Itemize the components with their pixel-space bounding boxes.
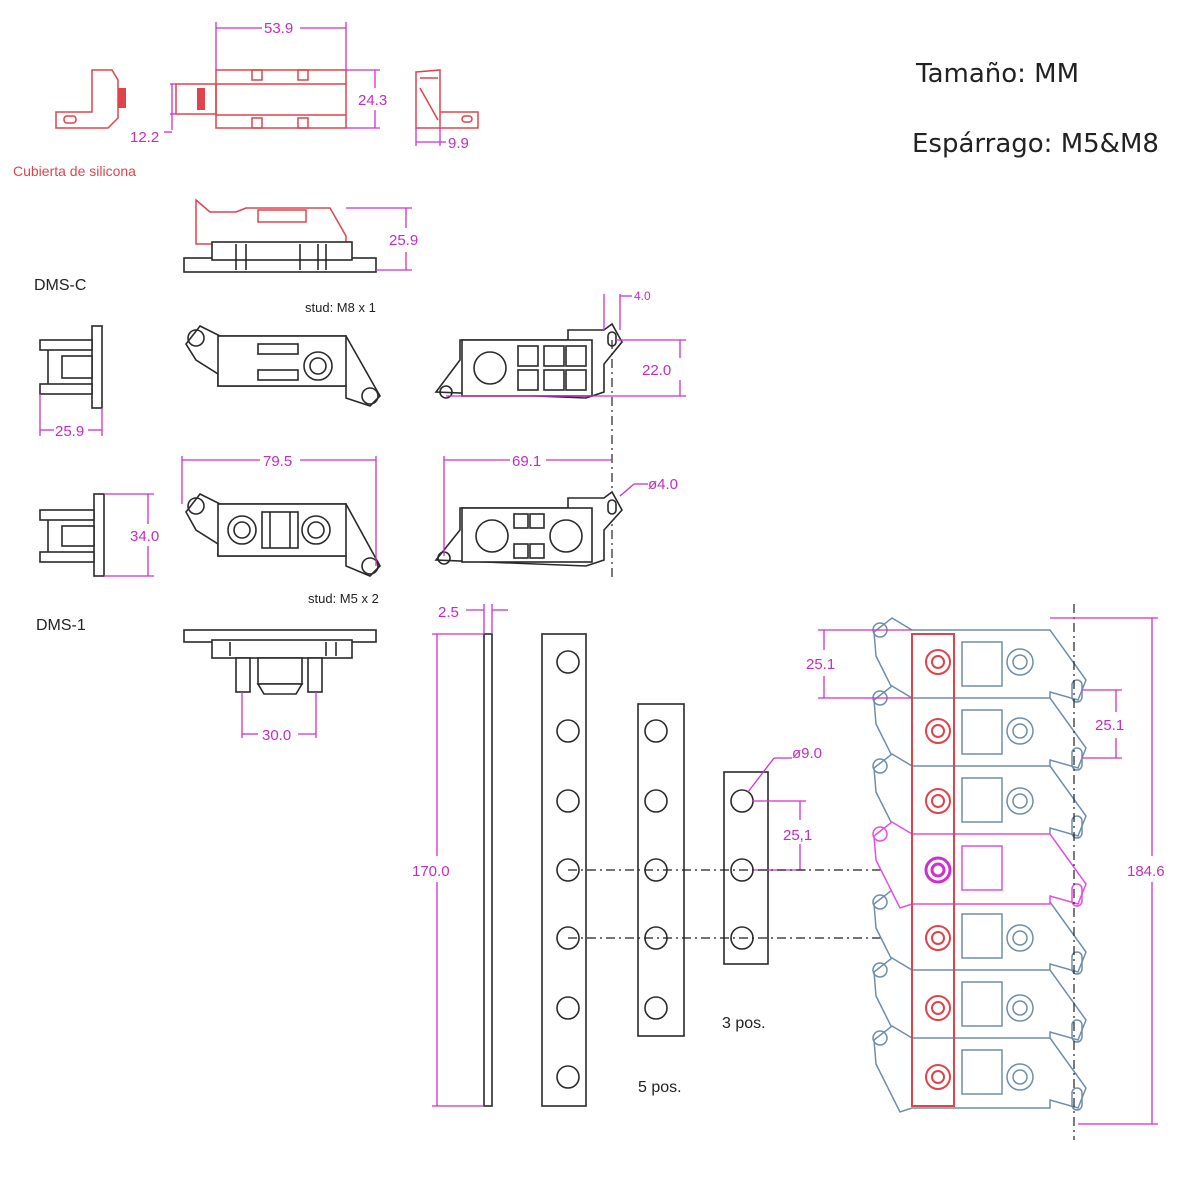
svg-text:25,1: 25,1: [783, 827, 812, 844]
dimension-12-2: 12.2: [130, 83, 176, 146]
dimension-184-6: 184.6: [1050, 617, 1165, 1125]
dimension-9-9: 9.9: [415, 128, 469, 152]
dimension-4-0: 4.0: [603, 289, 651, 330]
svg-text:25.1: 25.1: [1095, 717, 1124, 734]
busbar-3-position: [723, 771, 769, 965]
dimension-phi-4-0: ø4.0: [619, 476, 678, 497]
dms-1-bottom-view: [434, 490, 623, 567]
pos3-label: 3 pos.: [722, 1015, 766, 1032]
svg-text:25.9: 25.9: [55, 423, 84, 440]
silicone-cover-end-view: [415, 69, 479, 129]
svg-text:ø9.0: ø9.0: [792, 745, 822, 762]
assembly-stack: [872, 604, 1087, 1140]
pos5-label: 5 pos.: [638, 1079, 682, 1096]
svg-text:25.1: 25.1: [806, 656, 835, 673]
dimension-69-1: 69.1: [443, 453, 612, 556]
dimension-2-5: 2.5: [438, 604, 508, 634]
svg-text:25.9: 25.9: [389, 232, 418, 249]
dms-1-label: DMS-1: [36, 617, 86, 634]
dimension-22-0: 22.0: [446, 339, 686, 397]
dms-c-label: DMS-C: [34, 277, 86, 294]
dimension-25-1-assembly-left: 25.1: [806, 629, 912, 699]
svg-text:2.5: 2.5: [438, 604, 459, 621]
silicone-cover-caption: Cubierta de silicona: [13, 163, 136, 179]
dimension-34-0: 34.0: [104, 493, 159, 577]
stud-m8-label: stud: M8 x 1: [305, 300, 376, 315]
dimension-25-1-assembly-right: 25.1: [1082, 689, 1124, 759]
silicone-cover-side-view: [55, 69, 126, 129]
dms-c-side-view: [183, 198, 377, 273]
dimension-24-3: 24.3: [346, 69, 387, 129]
svg-text:4.0: 4.0: [634, 289, 651, 303]
stud-m5-label: stud: M5 x 2: [308, 591, 379, 606]
svg-text:69.1: 69.1: [512, 453, 541, 470]
dimension-53-9: 53.9: [215, 20, 347, 70]
dms-1-top-view: [185, 492, 381, 577]
svg-text:22.0: 22.0: [642, 362, 671, 379]
dms-1-side-view: [183, 629, 377, 695]
dimension-79-5: 79.5: [181, 453, 377, 566]
dms-1-end-view: [39, 493, 105, 577]
svg-text:24.3: 24.3: [358, 92, 387, 109]
svg-text:53.9: 53.9: [264, 20, 293, 37]
stud-label: Espárrago: M5&M8: [912, 129, 1159, 159]
dms-c-top-view: [185, 324, 381, 407]
svg-text:ø4.0: ø4.0: [648, 476, 678, 493]
dimension-25-9-depth: 25.9: [39, 394, 103, 440]
svg-text:34.0: 34.0: [130, 528, 159, 545]
svg-text:9.9: 9.9: [448, 135, 469, 152]
busbar-side-view: [483, 633, 493, 1107]
dimension-170-0: 170.0: [412, 633, 484, 1107]
dimension-30-0: 30.0: [241, 692, 317, 744]
svg-text:12.2: 12.2: [130, 129, 159, 146]
dms-c-bottom-view: [434, 322, 623, 399]
dms-c-end-view: [39, 325, 103, 409]
dimension-25-9-height: 25.9: [346, 207, 418, 271]
svg-text:170.0: 170.0: [412, 863, 450, 880]
busbar-7-position: [541, 633, 587, 1107]
size-label: Tamaño: MM: [915, 59, 1079, 89]
svg-text:79.5: 79.5: [263, 453, 292, 470]
silicone-cover-top-view: [175, 69, 347, 129]
svg-text:30.0: 30.0: [262, 727, 291, 744]
svg-text:184.6: 184.6: [1127, 863, 1165, 880]
dimension-phi-9-0: ø9.0: [747, 745, 822, 793]
